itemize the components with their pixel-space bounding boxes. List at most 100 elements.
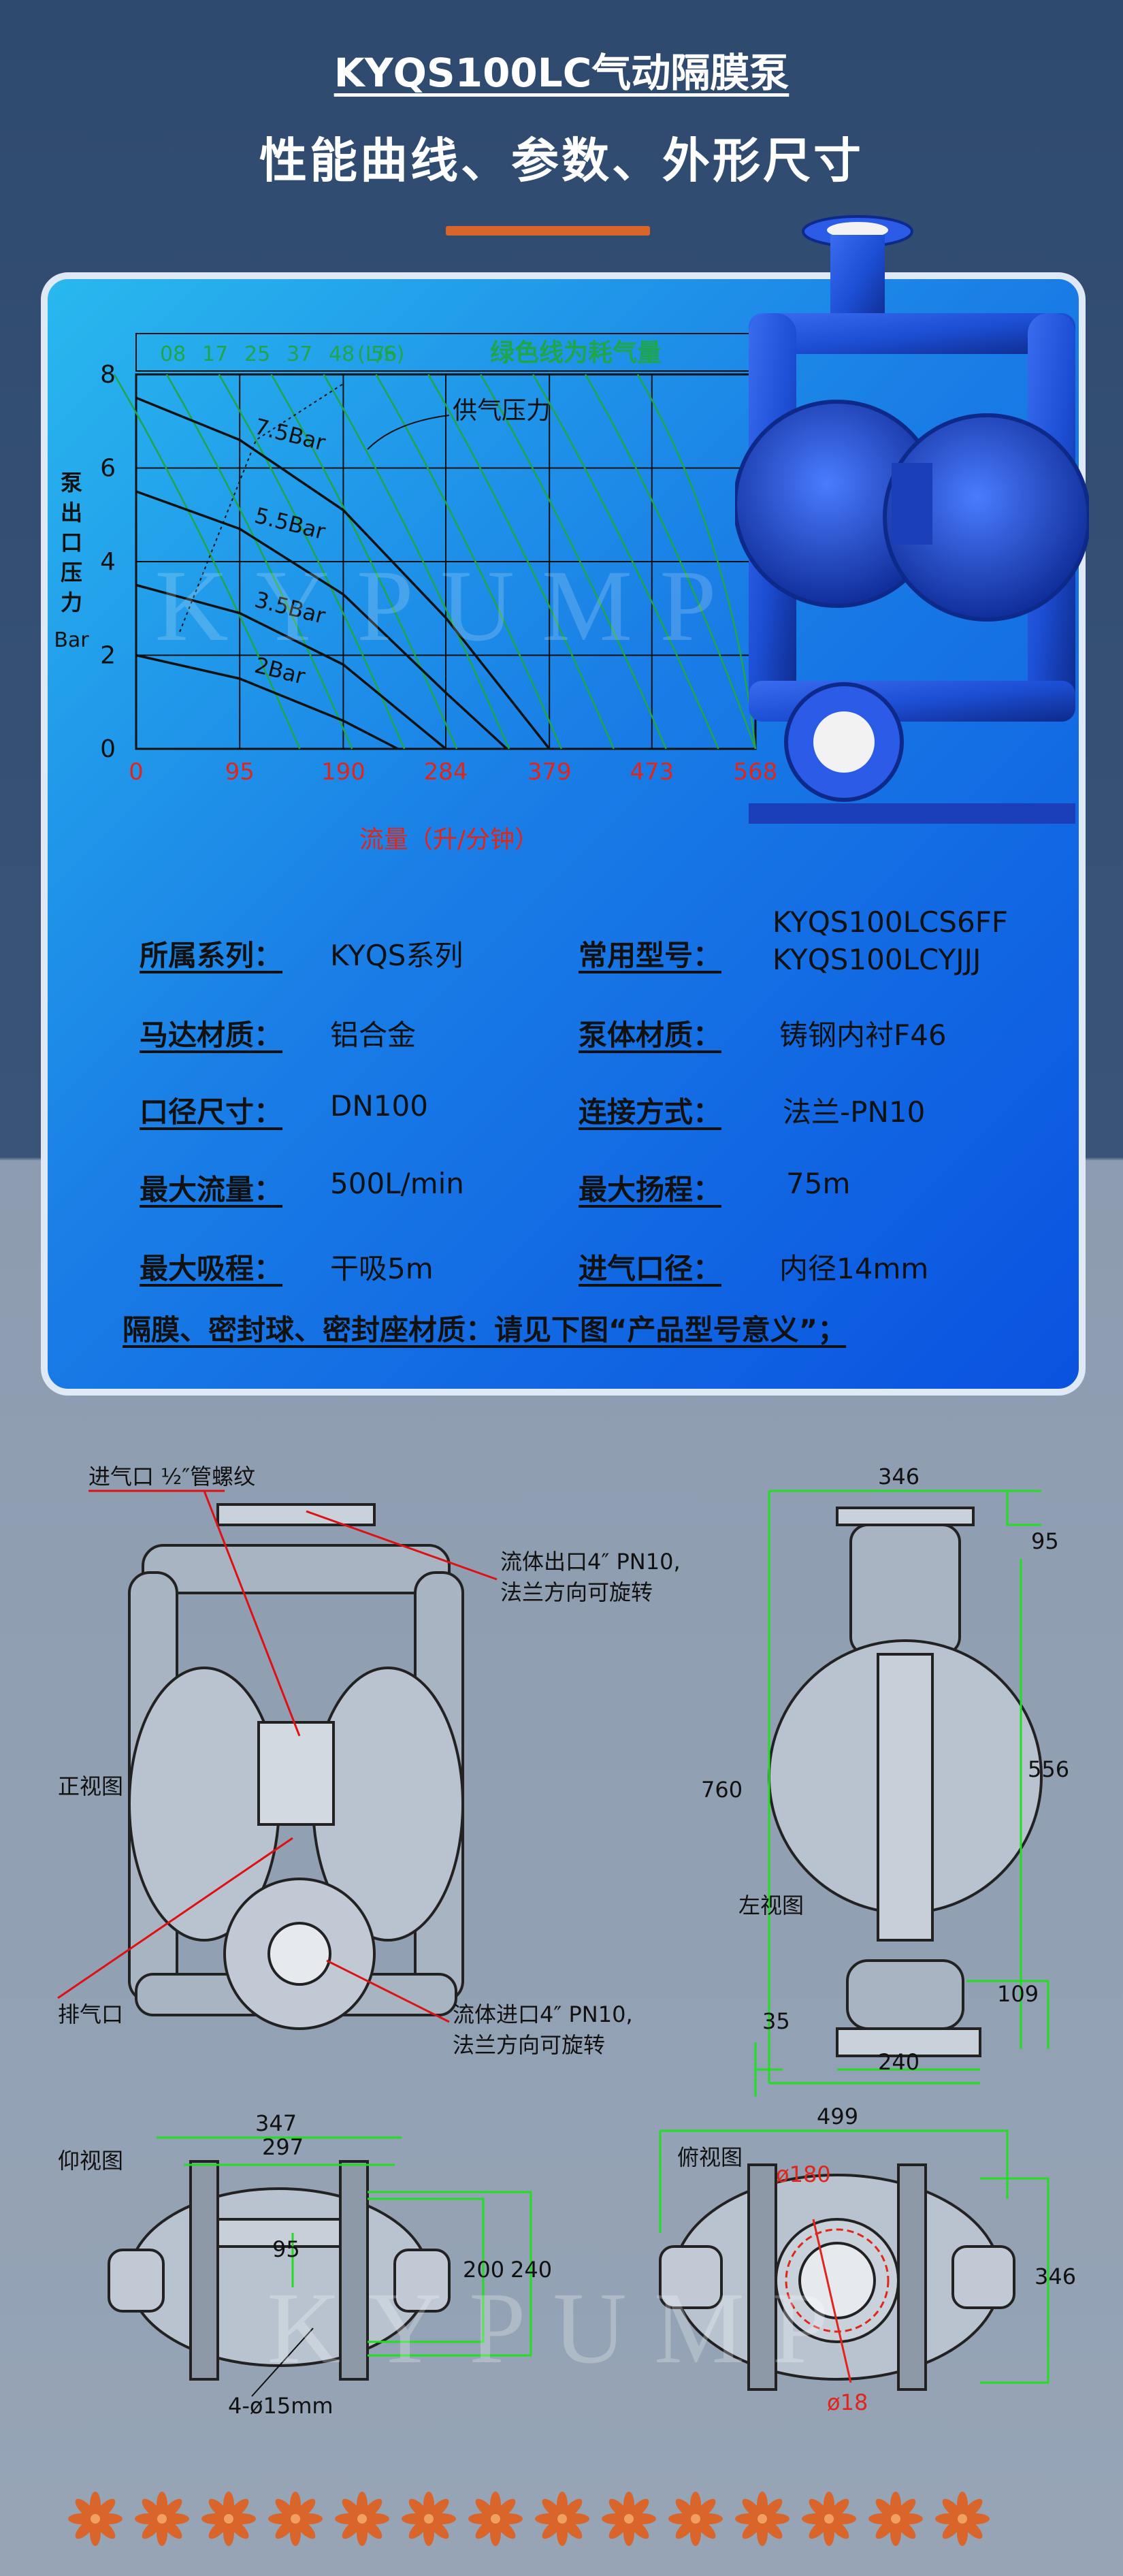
dim-556: 556 [1028,1756,1069,1782]
pressure-curve [135,654,399,750]
spec-suction-label: 最大吸程： [140,1252,283,1285]
top-view-label: 俯视图 [677,2144,743,2170]
flower-icon [335,2492,389,2546]
y-axis-unit: Bar [54,628,89,652]
dim-760: 760 [701,1777,743,1803]
decorative-flowers [68,2492,990,2546]
bottom-view-dimensions [157,2136,532,2357]
x-tick-label: 190 [321,758,365,786]
x-tick-label: 473 [630,758,674,786]
air-consumption-line [480,374,667,750]
upper-manifold [749,313,1075,354]
center-block [892,463,932,545]
spec-flow-label: 最大流量： [140,1173,283,1206]
air-consumption-note: 绿色线为耗气量 [490,339,662,367]
left-view-dimensions [754,1490,1049,2097]
x-tick-label: 568 [734,758,776,786]
air-consumption-line [323,374,510,750]
dim-d18: ø18 [827,2389,868,2415]
flower-icon [268,2492,323,2546]
watermark: KYPUMP [154,549,743,662]
spec-series-value: KYQS系列 [330,939,463,972]
top-tick-label: 08 [160,342,186,366]
pump-photo [735,215,1089,824]
y-tick-label: 4 [100,548,116,576]
dim-297: 297 [262,2134,304,2160]
inlet-label-1: 流体进口4″ PN10, [453,2001,633,2027]
right-chamber [883,413,1089,622]
dim-holes: 4-ø15mm [228,2393,333,2419]
pressure-curve [135,396,551,750]
top-view-dimensions [659,2129,1049,2384]
dim-95b: 95 [272,2236,300,2262]
x-tick-label: 95 [225,758,255,786]
spec-bore-label: 口径尺寸： [140,1095,283,1129]
curve-label: 5.5Bar [252,502,328,545]
spec-air-value: 内径14mm [779,1252,929,1285]
spec-air-label: 进气口径： [579,1252,722,1285]
flower-icon [735,2492,790,2546]
air-consumption-line [375,374,562,750]
spec-motor-value: 铝合金 [330,1018,417,1052]
spec-motor-label: 马达材质： [140,1018,283,1052]
top-tick-label: 25 [244,342,270,366]
flower-icon [68,2492,123,2546]
top-tick-label: 48 [329,342,355,366]
spec-bore-value: DN100 [330,1089,428,1123]
y-axis-label: 泵出口压力 Bar [54,470,89,652]
flower-icon [868,2492,923,2546]
spec-model-value-1: KYQS100LCS6FF [772,905,1009,939]
dim-240b: 240 [510,2257,552,2283]
left-view-label: 左视图 [738,1893,804,1918]
top-tick-label: 17 [202,342,228,366]
y-axis-title: 泵出口压力 [61,470,82,615]
air-supply-label: 供气压力 [453,397,551,425]
flower-icon [668,2492,723,2546]
pressure-curve [135,583,447,750]
pressure-curves [135,396,551,750]
front-view-drawing [128,1503,464,2030]
x-tick-label: 284 [424,758,468,786]
flower-icon [602,2492,656,2546]
top-axis-unit: (L/S) [357,342,404,366]
outlet-label-2: 法兰方向可旋转 [500,1579,653,1605]
dim-200: 200 [463,2257,504,2283]
outlet-label-1: 流体出口4″ PN10, [500,1549,681,1575]
air-inlet-label: 进气口 ½″管螺纹 [88,1464,255,1490]
dim-347: 347 [255,2110,297,2136]
air-consumption-line [427,374,615,750]
x-axis-label: 流量（升/分钟） [359,826,539,854]
air-consumption-lines [113,374,757,750]
curve-label: 7.5Bar [252,413,328,456]
dim-499: 499 [817,2104,858,2129]
spec-model-value-2: KYQS100LCYJJJ [772,943,981,976]
spec-head-label: 最大扬程： [579,1173,722,1206]
y-tick-label: 8 [100,361,116,389]
spec-conn-value: 法兰-PN10 [783,1095,926,1129]
page-subtitle: 性能曲线、参数、外形尺寸 [259,133,864,189]
supply-pressure-guides [179,383,344,632]
exhaust-label: 排气口 [58,2001,123,2027]
spec-model-label: 常用型号： [579,939,722,972]
flower-icon [802,2492,856,2546]
dimension-drawings: 正视图 进气口 ½″管螺纹 流体出口4″ PN10, 法兰方向可旋转 排气口 流… [57,1464,1076,2419]
air-consumption-line [532,374,719,750]
flower-icon [468,2492,523,2546]
title-divider [446,226,650,236]
spec-body-label: 泵体材质： [579,1018,722,1052]
top-tick-label: 37 [287,342,312,366]
flower-icon [135,2492,189,2546]
flower-icon [402,2492,456,2546]
spec-suction-value: 干吸5m [330,1252,434,1285]
spec-flow-value: 500L/min [330,1167,464,1200]
dim-346b: 346 [1035,2264,1076,2289]
flower-icon [535,2492,589,2546]
page-title: KYQS100LC气动隔膜泵 [333,50,790,96]
top-view-drawing [659,2163,1015,2391]
bottom-view-label: 仰视图 [58,2148,123,2174]
supply-guide [179,383,344,632]
spec-series-label: 所属系列： [140,939,283,972]
air-consumption-line [218,374,406,750]
inlet-label-2: 法兰方向可旋转 [453,2032,605,2058]
